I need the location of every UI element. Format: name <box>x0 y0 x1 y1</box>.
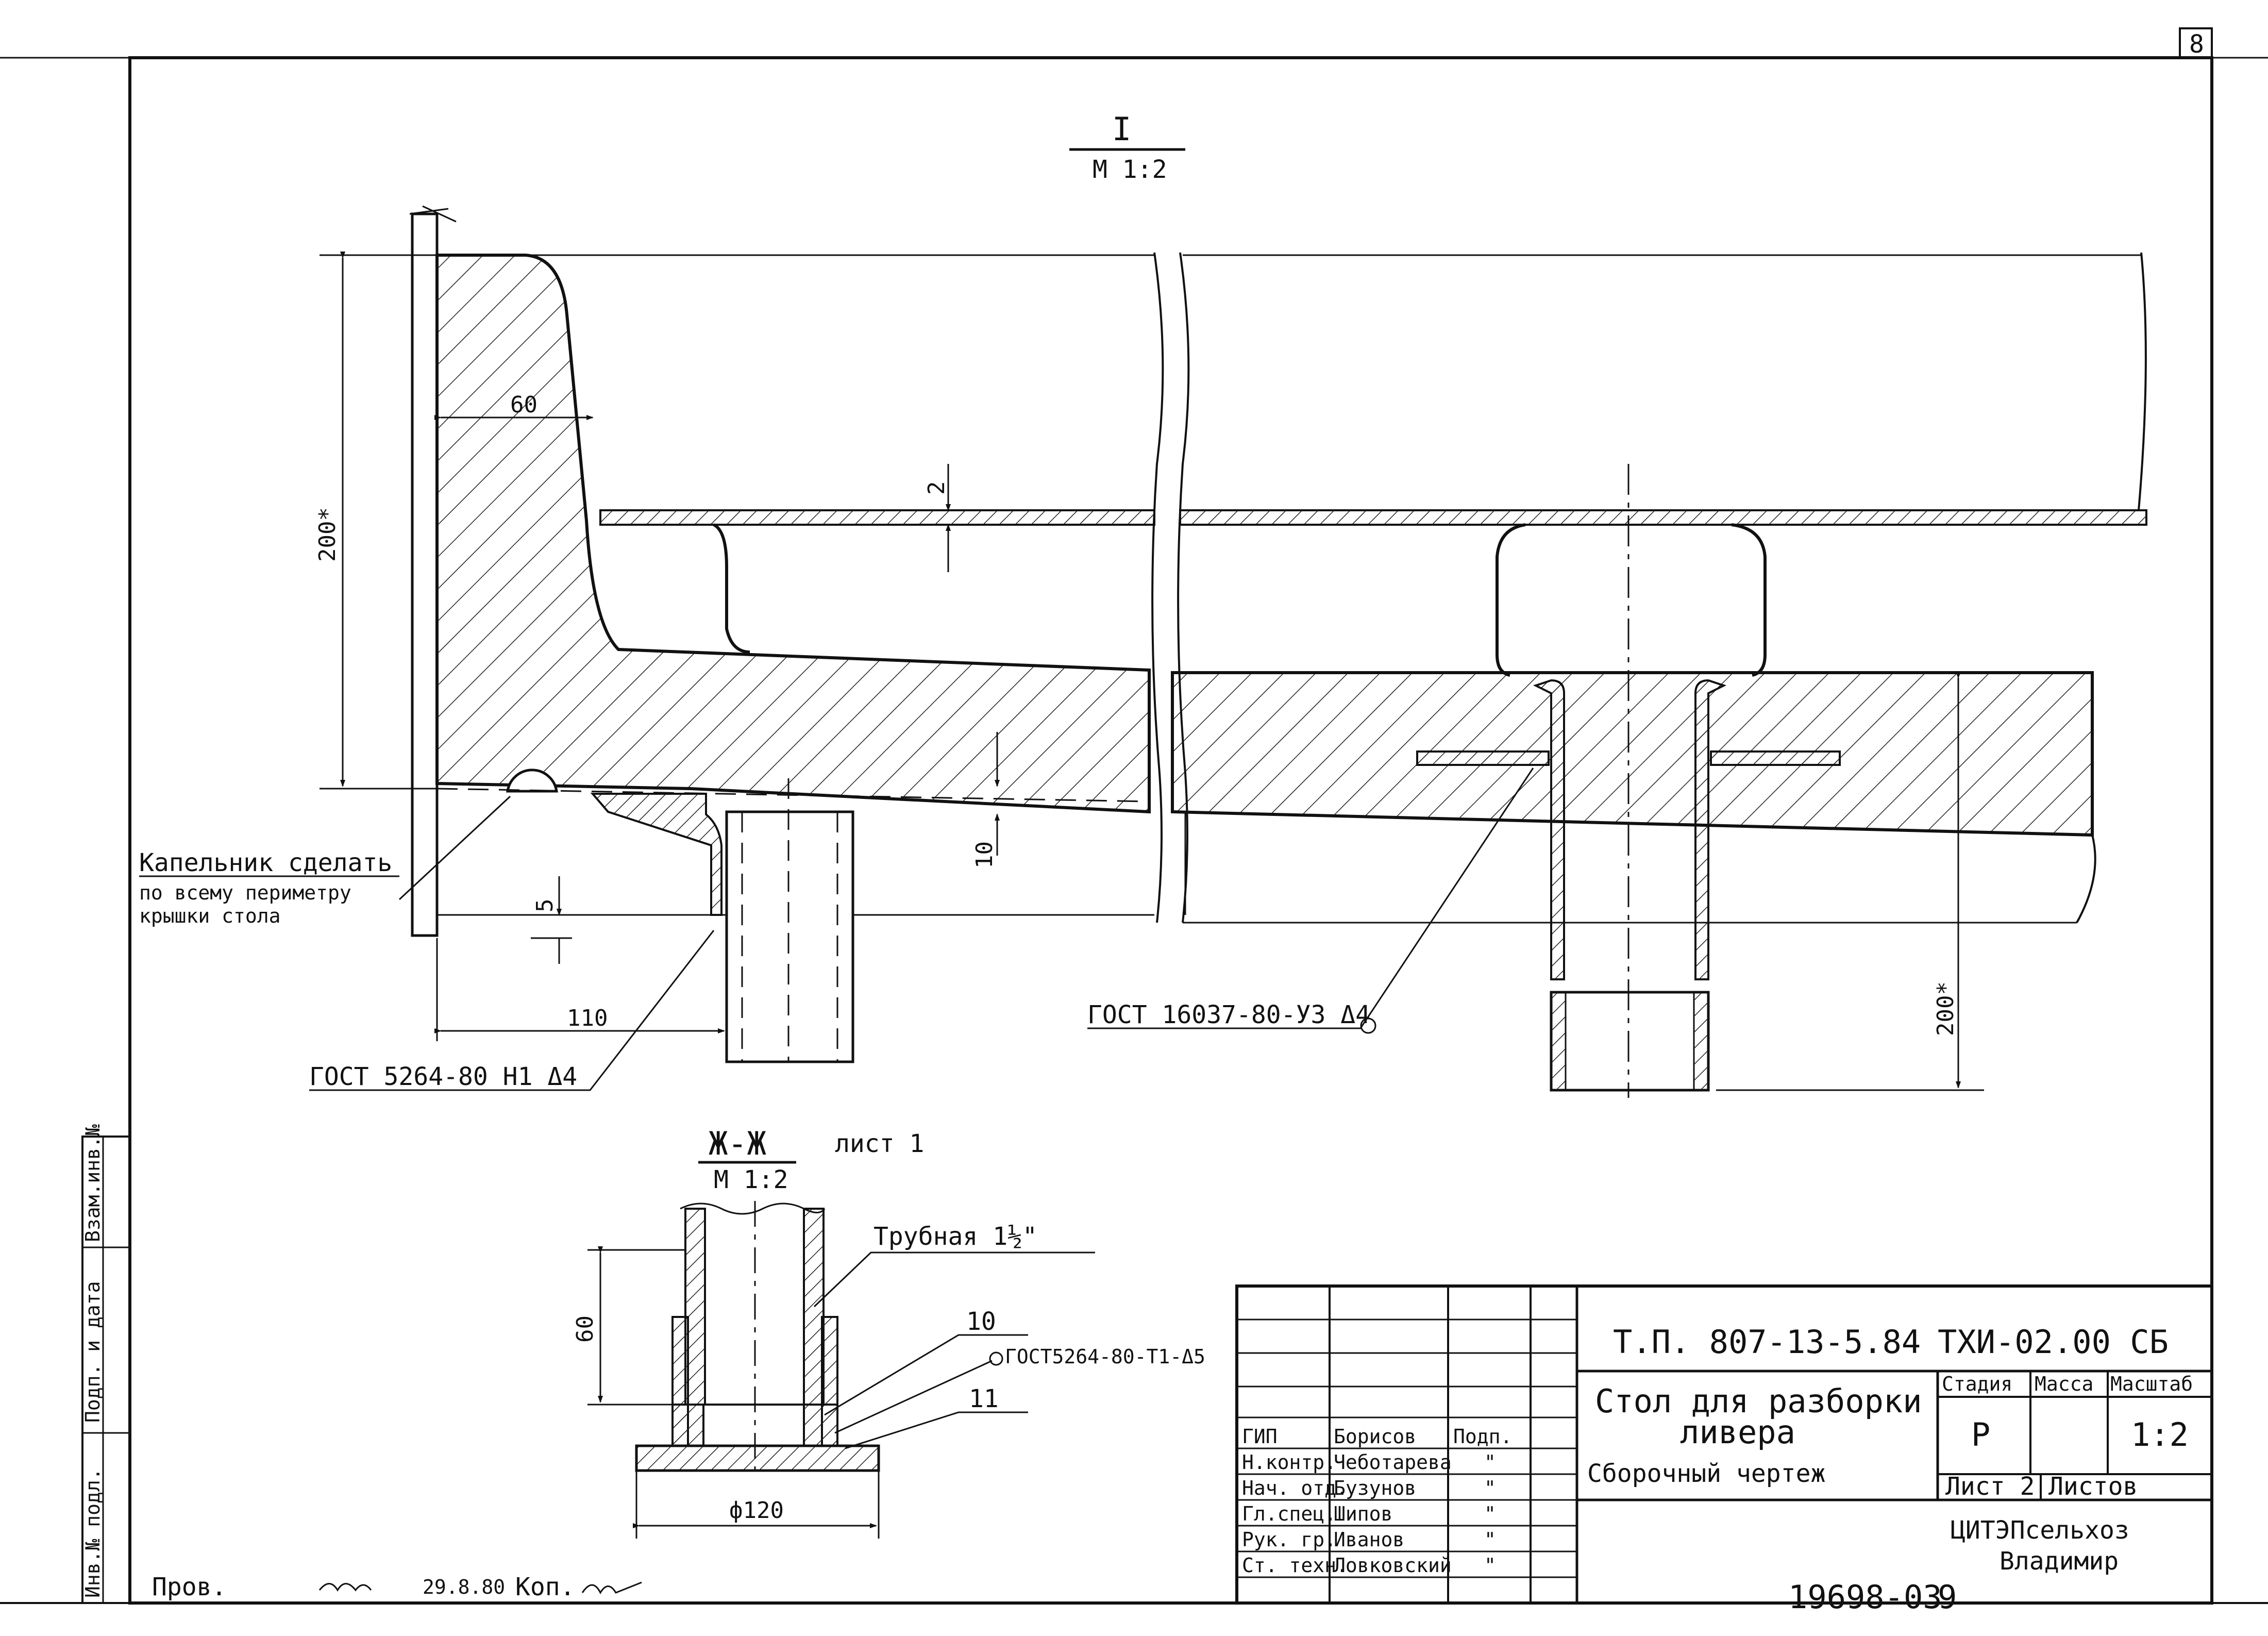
signature-role: Нач. отд. <box>1242 1477 1348 1499</box>
scale-value: 1:2 <box>2131 1416 2189 1454</box>
signature-sign: " <box>1484 1503 1496 1525</box>
weld-left-note: ГОСТ 5264-80 Н1 Δ4 <box>309 1062 577 1091</box>
dim-height-left: 200* <box>314 507 341 562</box>
signature-name: Ловковский <box>1334 1554 1452 1577</box>
signature-name: Бузунов <box>1334 1477 1416 1499</box>
copyist-signature <box>581 1581 642 1595</box>
drip-note-line1: Капельник сделать <box>139 848 392 877</box>
position-10: 10 <box>966 1307 996 1336</box>
view-i-scale: М 1:2 <box>1093 155 1167 184</box>
weld-section-note: ГОСТ5264-80-Т1-Δ5 <box>1005 1345 1205 1368</box>
sheet-number: 8 <box>2189 30 2204 59</box>
signature-role: Ст. техн. <box>1242 1554 1348 1577</box>
signature-table: ГИП Борисов Подп. Н.контр. Чеботарева " … <box>1242 1425 1512 1577</box>
weld-right-note: ГОСТ 16037-80-У3 Δ4 <box>1087 1000 1370 1029</box>
signature-name: Чеботарева <box>1334 1451 1452 1474</box>
signature-role: Н.контр. <box>1242 1451 1336 1474</box>
title-block-grid <box>1235 1284 2213 1605</box>
signature-sign: " <box>1484 1554 1496 1577</box>
side-stamp-cell-1: Взам.инв.№ <box>81 1124 104 1242</box>
footer-signature-date: 29.8.80 <box>423 1576 505 1598</box>
dim-height-right: 200* <box>1933 981 1959 1036</box>
organization-line-1: ЦИТЭПсельхоз <box>1951 1516 2129 1545</box>
pipe-note: Трубная 1½" <box>873 1222 1037 1251</box>
footer-checked: Пров. <box>152 1573 227 1601</box>
stage-value: Р <box>1971 1416 1990 1454</box>
organization-line-2: Владимир <box>2000 1547 2119 1576</box>
callout-leaders <box>309 767 1534 1091</box>
signature-sign: " <box>1484 1528 1496 1551</box>
section-zh-dim-diameter: ф120 <box>729 1497 784 1524</box>
footer-copy-label: Коп. <box>515 1573 575 1601</box>
signature-name: Шипов <box>1334 1503 1392 1525</box>
position-11: 11 <box>969 1384 999 1413</box>
section-zh-scale: М 1:2 <box>714 1165 788 1194</box>
col-mass: Масса <box>2035 1373 2093 1395</box>
section-zh-sheet-ref: лист 1 <box>835 1129 924 1158</box>
table-top-section <box>409 205 2147 1098</box>
signature-role: Гл.спец. <box>1242 1503 1336 1525</box>
dim-gap-2: 2 <box>923 481 950 495</box>
view-i-label: I <box>1112 110 1131 148</box>
signature-name: Борисов <box>1334 1425 1416 1448</box>
title-line-1: Стол для разборки <box>1595 1382 1922 1420</box>
sheet-label: Лист 2 <box>1945 1472 2035 1501</box>
signature-sign: Подп. <box>1453 1425 1512 1448</box>
handwritten-signature <box>318 1583 372 1592</box>
dimension-lines <box>320 252 1984 1091</box>
section-zh-dims <box>587 1246 1095 1539</box>
signature-role: Рук. гр. <box>1242 1528 1336 1551</box>
drip-note-line3: крышки стола <box>139 905 281 927</box>
archive-number: 19698-03 <box>1788 1578 1942 1616</box>
view-i-title: I М 1:2 <box>1069 110 1185 184</box>
doc-code: Т.П. 807-13-5.84 <box>1613 1323 1921 1361</box>
side-stamp <box>81 1136 131 1604</box>
dim-offset-110: 110 <box>567 1005 608 1031</box>
section-zh-drawing <box>635 1201 880 1479</box>
section-zh-dim-60: 60 <box>572 1315 598 1343</box>
page-number: 9 <box>1938 1578 1957 1616</box>
signature-sign: " <box>1484 1451 1496 1474</box>
section-zh-title: Ж-Ж М 1:2 лист 1 <box>698 1125 924 1194</box>
col-stage: Стадия <box>1942 1373 2012 1395</box>
dim-width-60: 60 <box>510 392 537 418</box>
title-line-3: Сборочный чертеж <box>1587 1459 1825 1488</box>
drip-note-line2: по всему периметру <box>139 881 351 904</box>
dim-drip-5: 5 <box>532 899 558 913</box>
side-stamp-cell-2: Подп. и дата <box>81 1281 104 1423</box>
dim-depth-10: 10 <box>971 841 998 869</box>
title-line-2: ливера <box>1680 1413 1795 1451</box>
signature-sign: " <box>1484 1477 1496 1499</box>
sheets-label: Листов <box>2048 1472 2138 1501</box>
doc-number: ТХИ-02.00 СБ <box>1938 1323 2169 1361</box>
col-scale: Масштаб <box>2110 1373 2193 1395</box>
section-zh-label: Ж-Ж <box>709 1125 766 1162</box>
side-stamp-cell-3: Инв.№ подл. <box>81 1468 104 1598</box>
signature-role: ГИП <box>1242 1425 1278 1448</box>
signature-name: Иванов <box>1334 1528 1404 1551</box>
